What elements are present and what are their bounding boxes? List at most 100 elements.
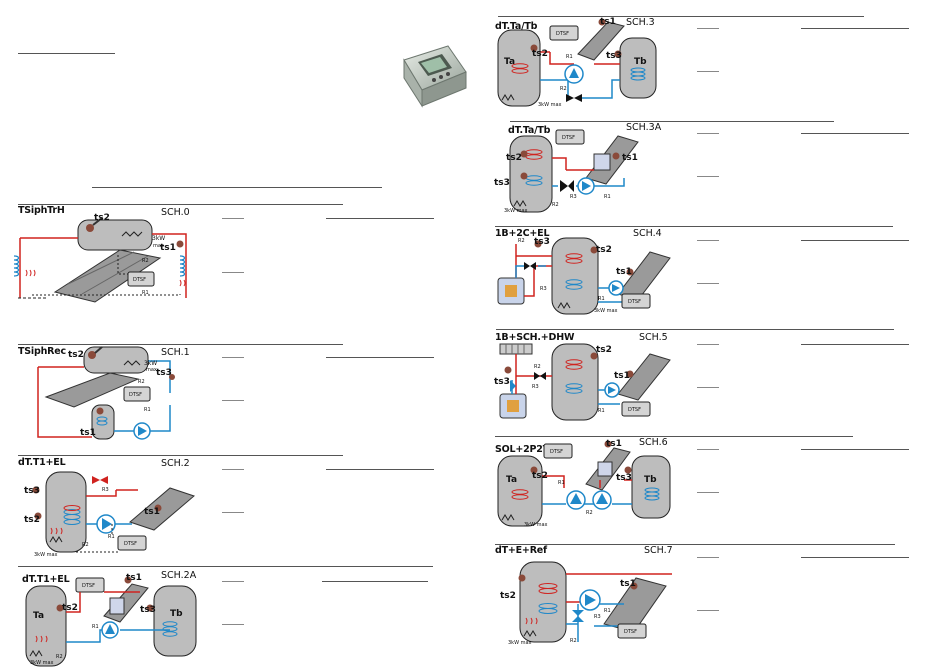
scheme-title: dT.Ta/Tb (508, 125, 551, 136)
svg-text:3kW max: 3kW max (30, 660, 54, 666)
scheme-rule (496, 329, 894, 330)
scheme-title: 1B+2C+EL (495, 228, 550, 239)
svg-text:ts2: ts2 (532, 49, 548, 59)
svg-text:ts3: ts3 (156, 368, 172, 378)
desc-rule (697, 557, 719, 558)
svg-text:ts1: ts1 (616, 267, 632, 277)
scheme-diagram: DTSF ts2 ts1 R1 R2 R3 3kW max (500, 561, 672, 646)
desc-rule (322, 581, 428, 582)
scheme-rule (495, 226, 893, 227)
scheme-code: SCH.0 (161, 207, 190, 218)
svg-text:ts1: ts1 (622, 153, 638, 163)
scheme-code: SCH.3 (626, 17, 655, 28)
svg-text:DTSF: DTSF (133, 277, 146, 283)
svg-text:3kW max: 3kW max (524, 522, 548, 528)
svg-text:3kW max: 3kW max (508, 640, 532, 646)
svg-text:3kW: 3kW (152, 235, 165, 242)
svg-text:R2: R2 (560, 86, 567, 92)
svg-text:R1: R1 (604, 608, 611, 614)
svg-text:ts1: ts1 (614, 371, 630, 381)
scheme-diagram: DTSF ts2 ts1 ts3 3kW max R2 R1 (37, 346, 175, 440)
section-rule (92, 187, 382, 188)
scheme-code: SCH.5 (639, 332, 668, 343)
svg-text:ts3: ts3 (534, 237, 550, 247)
svg-text:DTSF: DTSF (550, 449, 563, 455)
svg-text:R2: R2 (586, 510, 593, 516)
svg-text:ts1: ts1 (600, 17, 616, 27)
desc-rule (697, 283, 719, 284)
scheme-title: dT.Ta/Tb (495, 21, 538, 32)
svg-text:R1: R1 (598, 296, 605, 302)
svg-text:DTSF: DTSF (628, 299, 641, 305)
scheme-diagram: DTSF ts3 ts2 ts1 R1 R3 R2 (494, 343, 671, 421)
svg-text:R1: R1 (604, 194, 611, 200)
svg-text:ts1: ts1 (620, 579, 636, 589)
desc-rule (801, 28, 909, 29)
svg-text:R2: R2 (552, 202, 559, 208)
scheme-diagram: DTSF Ta Tb ts2 ts3 ts1 R1 R2 3kW max (497, 439, 671, 528)
svg-text:ts2: ts2 (94, 213, 110, 223)
svg-text:ts3: ts3 (494, 377, 510, 387)
scheme-rule (18, 204, 343, 205)
desc-rule (326, 218, 434, 219)
desc-rule (801, 344, 909, 345)
scheme-code: SCH.6 (639, 437, 668, 448)
scheme-title: 1B+SCH.+DHW (495, 332, 575, 343)
scheme-rule (18, 566, 433, 567)
svg-text:DTSF: DTSF (129, 392, 142, 398)
scheme-rule (495, 436, 853, 437)
desc-rule (222, 469, 244, 470)
svg-text:R1: R1 (558, 480, 565, 486)
scheme-code: SCH.4 (633, 228, 662, 239)
desc-rule (222, 512, 244, 513)
svg-text:ts2: ts2 (62, 603, 78, 613)
svg-text:R1: R1 (598, 408, 605, 414)
svg-text:R1: R1 (566, 54, 573, 60)
desc-rule (697, 492, 719, 493)
scheme-diagram: DTSF Ta Tb ts2 ts3 ts1 R1 R2 3kW max (497, 17, 657, 108)
svg-text:DTSF: DTSF (124, 541, 137, 547)
svg-text:ts2: ts2 (596, 245, 612, 255)
svg-text:ts2: ts2 (596, 345, 612, 355)
scheme-rule (498, 16, 864, 17)
svg-text:R1: R1 (144, 407, 151, 413)
desc-rule (801, 449, 909, 450)
svg-text:3kW max: 3kW max (34, 552, 58, 558)
svg-text:R2: R2 (518, 238, 525, 244)
svg-text:R1: R1 (92, 624, 99, 630)
svg-text:R3: R3 (540, 286, 547, 292)
svg-text:ts1: ts1 (126, 573, 142, 583)
svg-text:Tb: Tb (170, 609, 183, 619)
top-left-rule (18, 53, 115, 54)
scheme-diagram: DTSF ts2 ts3 ts1 R1 R2 R3 3kW max (494, 129, 639, 214)
scheme-code: SCH.2A (161, 570, 197, 581)
scheme-code: SCH.1 (161, 347, 190, 358)
svg-text:R2: R2 (82, 542, 89, 548)
svg-text:R2: R2 (534, 364, 541, 370)
svg-text:R2: R2 (56, 654, 63, 660)
svg-text:ts1: ts1 (160, 243, 176, 253)
scheme-title: TSiphRec (18, 346, 66, 357)
desc-rule (697, 240, 719, 241)
desc-rule (697, 449, 719, 450)
svg-text:3kW: 3kW (144, 360, 157, 367)
svg-text:DTSF: DTSF (628, 407, 641, 413)
svg-text:DTSF: DTSF (562, 135, 575, 141)
svg-text:R1: R1 (142, 290, 149, 296)
svg-text:R3: R3 (570, 194, 577, 200)
scheme-diagram: DTSF ts2 ts1 3kW max R2 R1 (13, 213, 187, 303)
svg-text:Tb: Tb (644, 475, 657, 485)
svg-text:R3: R3 (102, 487, 109, 493)
desc-rule (222, 218, 244, 219)
svg-text:R2: R2 (142, 258, 149, 264)
desc-rule (326, 357, 434, 358)
svg-text:ts1: ts1 (144, 507, 160, 517)
scheme-rule (495, 544, 895, 545)
scheme-title: SOL+2P2T (495, 444, 549, 455)
desc-rule (697, 387, 719, 388)
controller-device-icon (403, 45, 467, 108)
desc-rule (222, 400, 244, 401)
svg-text:R3: R3 (594, 614, 601, 620)
scheme-title: dT.T1+EL (22, 574, 70, 585)
svg-text:ts3: ts3 (24, 486, 40, 496)
